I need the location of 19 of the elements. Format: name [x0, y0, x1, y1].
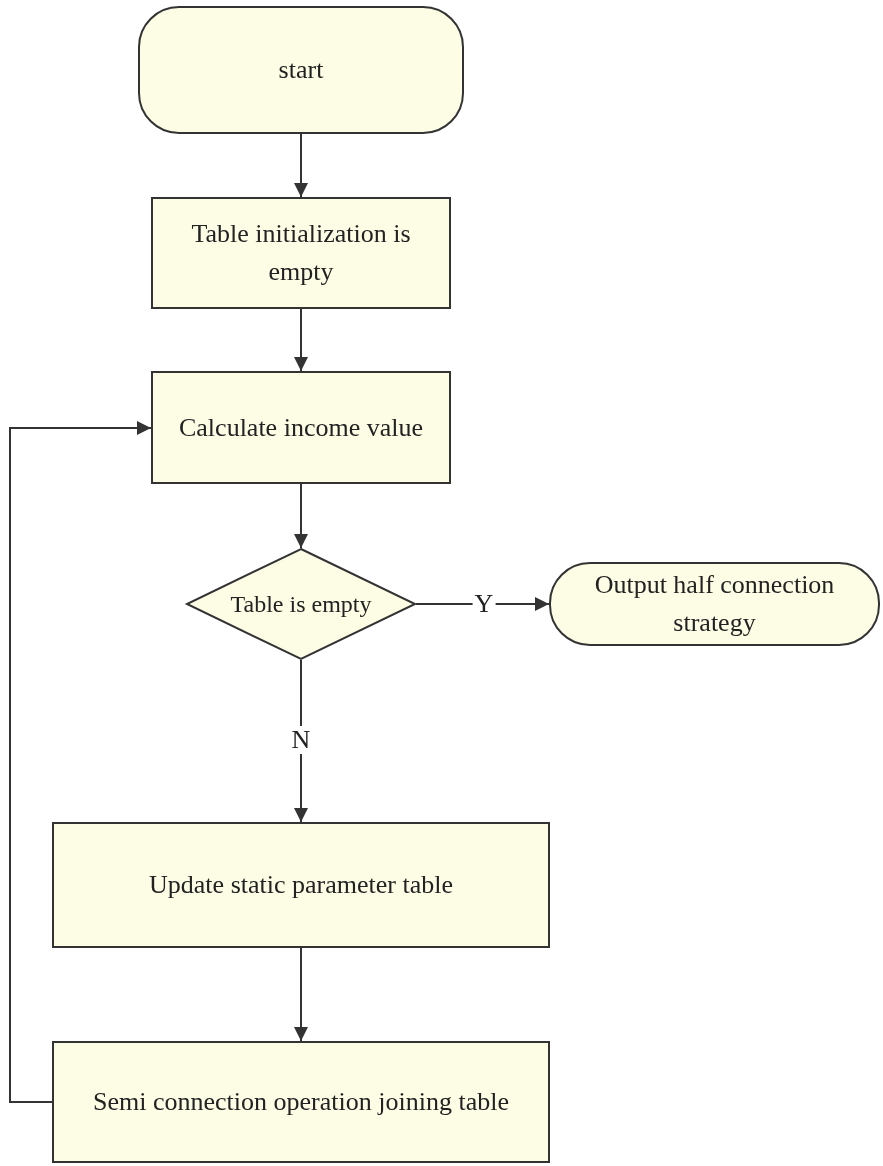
process-box	[52, 822, 550, 948]
node-text: Output half connection strategy	[593, 569, 836, 639]
node-text: Update static parameter table	[149, 869, 453, 901]
node-text: Semi connection operation joining table	[93, 1086, 509, 1118]
arrow	[9, 421, 152, 1103]
process-box	[151, 197, 451, 309]
node-text: Calculate income value	[179, 411, 423, 444]
arrow	[294, 308, 308, 372]
process-box	[151, 371, 451, 484]
node-text: Table is empty	[230, 590, 372, 619]
decision-diamond	[186, 548, 416, 660]
node-text: Table initialization is empty	[190, 218, 412, 288]
arrow	[294, 133, 308, 198]
node-text: start	[278, 54, 324, 86]
process-box	[52, 1041, 550, 1163]
edge-label: N	[289, 726, 313, 754]
arrow	[294, 947, 308, 1042]
terminal-shape	[138, 6, 464, 134]
arrow	[294, 483, 308, 549]
